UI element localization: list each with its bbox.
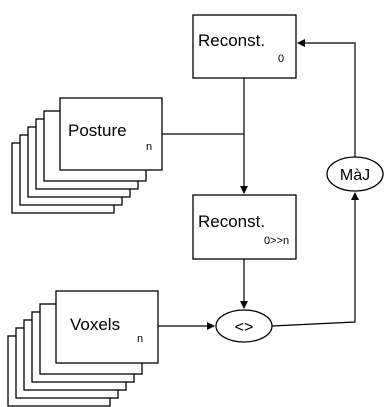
- connectors: [158, 39, 359, 330]
- update-node: MàJ: [326, 156, 384, 192]
- compare-node: <>: [215, 309, 273, 343]
- posture-stack: Posture n: [11, 97, 163, 214]
- voxels-label: Voxels: [70, 315, 120, 334]
- voxels-stack: Voxels n: [7, 290, 159, 407]
- arrow-update-to-reconst0: [297, 39, 356, 157]
- reconst-0-subscript: 0: [278, 53, 284, 65]
- reconst-0n-node: Reconst. 0>>n: [192, 194, 297, 260]
- reconst-0-label: Reconst.: [198, 31, 265, 50]
- voxels-box: [55, 290, 159, 364]
- voxels-subscript: n: [137, 333, 143, 345]
- update-label: MàJ: [340, 167, 370, 184]
- posture-box: [59, 97, 163, 171]
- compare-label: <>: [235, 319, 254, 336]
- reconst-0-node: Reconst. 0: [192, 14, 297, 79]
- arrow-compare-to-update: [271, 192, 359, 327]
- reconst-0n-label: Reconst.: [198, 212, 265, 231]
- reconst-0n-subscript: 0>>n: [264, 235, 289, 247]
- posture-label: Posture: [68, 121, 127, 140]
- posture-subscript: n: [146, 141, 152, 153]
- reconst-0n-box: [192, 194, 297, 260]
